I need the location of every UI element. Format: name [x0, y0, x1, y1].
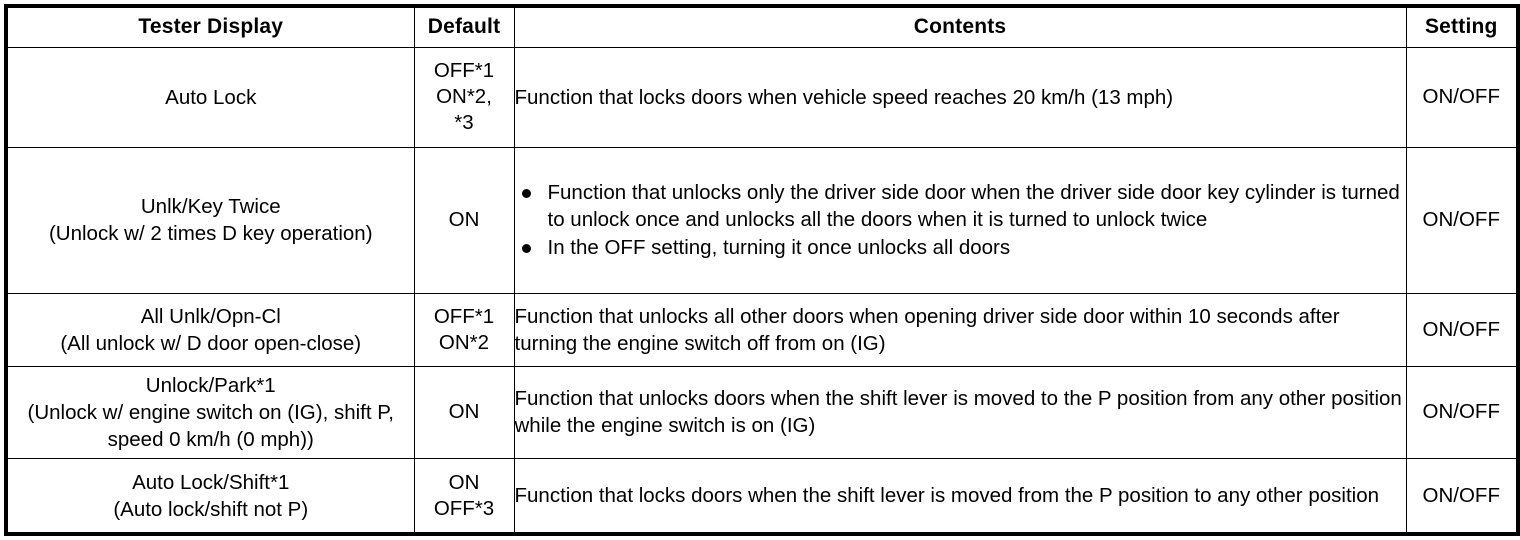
tester-name: Unlock/Park*1 [145, 373, 276, 397]
cell-setting: ON/OFF [1405, 46, 1519, 148]
tester-name: Auto Lock [165, 85, 257, 109]
cell-contents: Function that locks doors when the shift… [513, 458, 1407, 535]
tester-name: Auto Lock/Shift*1 [132, 470, 290, 494]
cell-tester-display: Auto Lock/Shift*1 (Auto lock/shift not P… [5, 458, 415, 535]
tester-display-settings-table: Tester Display Default Contents Setting … [4, 4, 1520, 536]
column-header-contents: Contents [513, 5, 1407, 48]
table-row: All Unlk/Opn-Cl (All unlock w/ D door op… [5, 292, 1519, 367]
tester-description: (Unlock w/ 2 times D key operation) [48, 222, 373, 246]
contents-bullet-list: Function that unlocks only the driver si… [515, 179, 1406, 261]
column-header-setting: Setting [1405, 5, 1519, 48]
tester-description: (Unlock w/ engine switch on (IG), shift … [27, 400, 395, 451]
contents-text: Function that locks doors when the shift… [514, 484, 1380, 508]
table-body: Auto Lock OFF*1 ON*2, *3 Function that l… [5, 46, 1519, 535]
cell-default: OFF*1 ON*2 [413, 292, 515, 367]
table-row: Unlk/Key Twice (Unlock w/ 2 times D key … [5, 146, 1519, 294]
list-item: Function that unlocks only the driver si… [515, 179, 1406, 233]
column-header-default: Default [413, 5, 515, 48]
cell-tester-display: Unlk/Key Twice (Unlock w/ 2 times D key … [5, 146, 415, 294]
table-row: Unlock/Park*1 (Unlock w/ engine switch o… [5, 365, 1519, 460]
cell-setting: ON/OFF [1405, 292, 1519, 367]
cell-contents: Function that locks doors when vehicle s… [513, 46, 1407, 148]
cell-setting: ON/OFF [1405, 146, 1519, 294]
cell-default: ON OFF*3 [413, 458, 515, 535]
cell-tester-display: All Unlk/Opn-Cl (All unlock w/ D door op… [5, 292, 415, 367]
tester-name: Unlk/Key Twice [140, 195, 281, 219]
tester-name: All Unlk/Opn-Cl [140, 304, 281, 328]
table-header-row: Tester Display Default Contents Setting [5, 5, 1519, 48]
tester-description: (Auto lock/shift not P) [113, 497, 309, 521]
cell-default: ON [413, 365, 515, 460]
contents-text: Function that unlocks doors when the shi… [514, 387, 1402, 438]
cell-default: ON [413, 146, 515, 294]
cell-default: OFF*1 ON*2, *3 [413, 46, 515, 148]
cell-contents: Function that unlocks only the driver si… [513, 146, 1407, 294]
column-header-tester-display: Tester Display [5, 5, 415, 48]
table-row: Auto Lock/Shift*1 (Auto lock/shift not P… [5, 458, 1519, 535]
cell-contents: Function that unlocks doors when the shi… [513, 365, 1407, 460]
cell-setting: ON/OFF [1405, 458, 1519, 535]
cell-tester-display: Auto Lock [5, 46, 415, 148]
list-item: In the OFF setting, turning it once unlo… [515, 234, 1406, 261]
cell-contents: Function that unlocks all other doors wh… [513, 292, 1407, 367]
contents-text: Function that locks doors when vehicle s… [514, 85, 1174, 109]
cell-setting: ON/OFF [1405, 365, 1519, 460]
table-row: Auto Lock OFF*1 ON*2, *3 Function that l… [5, 46, 1519, 148]
table-header: Tester Display Default Contents Setting [5, 5, 1519, 48]
tester-description: (All unlock w/ D door open-close) [60, 331, 362, 355]
cell-tester-display: Unlock/Park*1 (Unlock w/ engine switch o… [5, 365, 415, 460]
contents-text: Function that unlocks all other doors wh… [514, 304, 1340, 355]
